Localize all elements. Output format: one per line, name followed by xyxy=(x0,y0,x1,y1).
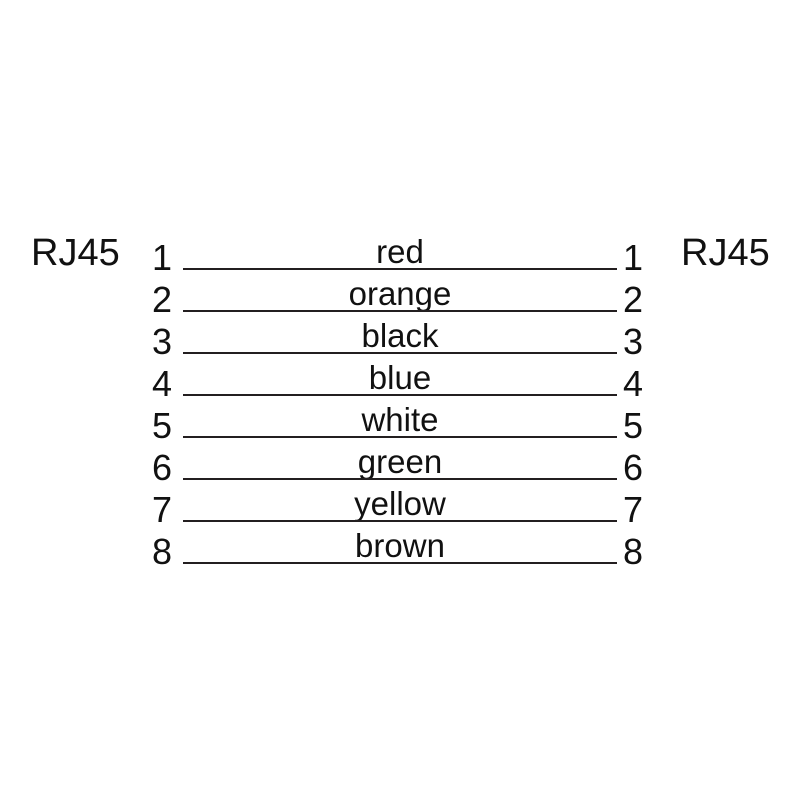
wire-color-label: red xyxy=(376,233,424,270)
wire-line xyxy=(183,352,617,354)
wire-color-label: yellow xyxy=(354,485,446,522)
pin-number-right: 6 xyxy=(623,447,644,488)
wire-color-label: green xyxy=(357,443,443,480)
pin-number-left: 2 xyxy=(152,279,173,320)
wire-line xyxy=(183,394,617,396)
pin-number-left: 4 xyxy=(152,363,173,404)
pin-number-left: 8 xyxy=(152,531,173,572)
connector-label-right: RJ45 xyxy=(681,232,770,274)
pin-number-right: 2 xyxy=(623,279,644,320)
pin-number-right: 5 xyxy=(623,405,644,446)
pin-number-right: 3 xyxy=(623,321,644,362)
pin-number-right: 4 xyxy=(623,363,644,404)
connector-label-left: RJ45 xyxy=(31,232,120,274)
pin-number-left: 1 xyxy=(152,237,173,278)
wire-line xyxy=(183,310,617,312)
wire-line xyxy=(183,436,617,438)
wire-line xyxy=(183,478,617,480)
pin-number-left: 3 xyxy=(152,321,173,362)
pin-number-right: 1 xyxy=(623,237,644,278)
pin-number-right: 8 xyxy=(623,531,644,572)
pin-number-left: 5 xyxy=(152,405,173,446)
pin-number-left: 7 xyxy=(152,489,173,530)
wire-color-label: brown xyxy=(355,527,445,564)
wire-color-label: orange xyxy=(348,275,452,312)
pin-number-left: 6 xyxy=(152,447,173,488)
wire-color-label: white xyxy=(361,401,439,438)
pin-number-right: 7 xyxy=(623,489,644,530)
wire-color-label: blue xyxy=(368,359,432,396)
wire-line xyxy=(183,562,617,564)
wire-color-label: black xyxy=(361,317,439,354)
wire-line xyxy=(183,520,617,522)
wire-line xyxy=(183,268,617,270)
